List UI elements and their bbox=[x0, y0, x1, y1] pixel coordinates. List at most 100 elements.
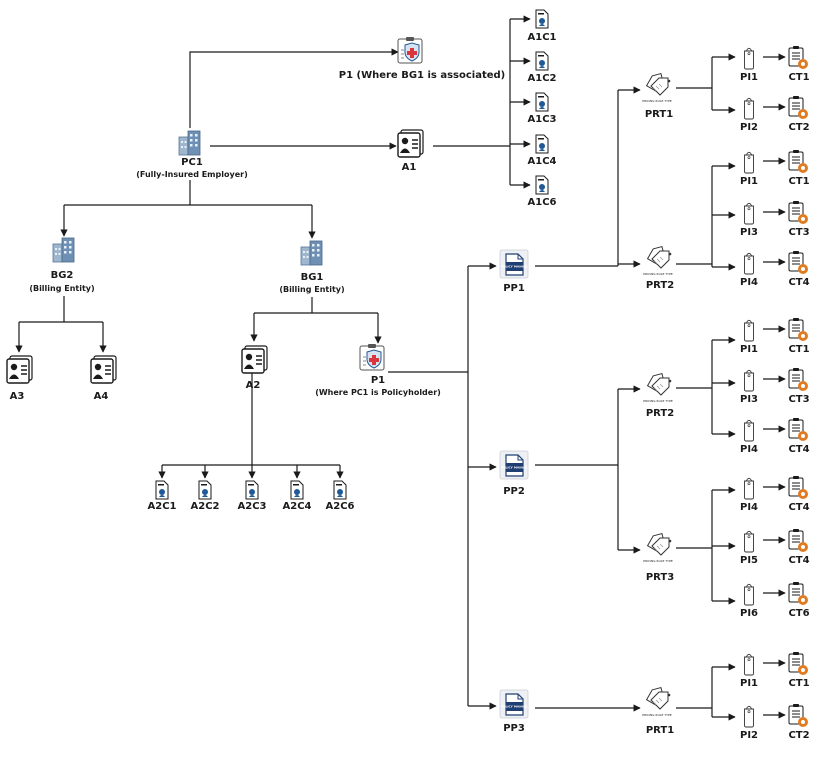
node-label: A1C2 bbox=[528, 73, 557, 84]
connector-arrow bbox=[189, 48, 399, 128]
price-tag-icon bbox=[744, 419, 754, 442]
price-tag-icon bbox=[744, 530, 754, 553]
ct-label: CT1 bbox=[788, 344, 809, 355]
node-layer: PC1(Fully-Insured Employer)P1 (Where BG1… bbox=[6, 9, 810, 741]
pi-label: PI1 bbox=[740, 72, 758, 83]
node-sublabel: (Billing Entity) bbox=[29, 284, 94, 293]
contact-card-icon bbox=[90, 355, 117, 384]
node-label: A3 bbox=[10, 391, 25, 402]
node-label: PRT1 bbox=[645, 109, 673, 120]
node-label: PRT2 bbox=[646, 408, 674, 419]
price-tag-icon bbox=[744, 705, 754, 728]
price-tag-icon bbox=[744, 477, 754, 500]
price-tags-icon bbox=[644, 246, 672, 269]
building-icon bbox=[178, 130, 201, 156]
node-label: BG2 bbox=[51, 270, 74, 281]
node-label: BG1 bbox=[301, 272, 324, 283]
checklist-gear-icon bbox=[788, 200, 809, 225]
checklist-gear-icon bbox=[788, 149, 809, 174]
node-sublabel: (Billing Entity) bbox=[279, 285, 344, 294]
policy-icon bbox=[359, 343, 385, 371]
checklist-gear-icon bbox=[788, 703, 809, 728]
member-doc-icon bbox=[155, 480, 169, 500]
ct-label: CT2 bbox=[788, 730, 809, 741]
icon-caption: PRICING RULE TYPE bbox=[643, 559, 673, 563]
icon-caption: PRICING RULE TYPE bbox=[643, 272, 673, 276]
ct-label: CT4 bbox=[788, 444, 809, 455]
pi-label: PI3 bbox=[740, 227, 758, 238]
icon-caption: PRICING RULE TYPE bbox=[642, 99, 672, 103]
icon-caption: POLICY MANUAL bbox=[501, 466, 529, 470]
checklist-gear-icon bbox=[788, 367, 809, 392]
checklist-gear-icon bbox=[788, 317, 809, 342]
checklist-gear-icon bbox=[788, 651, 809, 676]
node-label: A2 bbox=[246, 380, 261, 391]
ct-label: CT2 bbox=[788, 122, 809, 133]
member-doc-icon bbox=[535, 9, 549, 29]
pi-label: PI4 bbox=[740, 277, 758, 288]
node-label: PRT3 bbox=[646, 572, 674, 583]
contact-card-icon bbox=[397, 129, 424, 158]
pi-label: PI1 bbox=[740, 344, 758, 355]
ct-label: CT4 bbox=[788, 277, 809, 288]
checklist-gear-icon bbox=[788, 95, 809, 120]
price-tag-icon bbox=[744, 151, 754, 174]
member-doc-icon bbox=[333, 480, 347, 500]
node-label: A2C1 bbox=[148, 501, 177, 512]
node-label: A1 bbox=[402, 162, 417, 173]
node-sublabel: (Where PC1 is Policyholder) bbox=[315, 388, 441, 397]
contact-card-icon bbox=[6, 355, 33, 384]
pi-label: PI6 bbox=[740, 608, 758, 619]
building-icon bbox=[300, 240, 323, 266]
pi-label: PI4 bbox=[740, 502, 758, 513]
checklist-gear-icon bbox=[788, 528, 809, 553]
node-label: PRT2 bbox=[646, 280, 674, 291]
checklist-gear-icon bbox=[788, 417, 809, 442]
node-label: PP3 bbox=[503, 723, 525, 734]
member-doc-icon bbox=[535, 51, 549, 71]
price-tag-icon bbox=[744, 202, 754, 225]
member-doc-icon bbox=[535, 134, 549, 154]
node-label: A1C1 bbox=[528, 32, 557, 43]
price-tags-icon bbox=[643, 687, 671, 710]
price-tag-icon bbox=[744, 653, 754, 676]
icon-caption: POLICY MANUAL bbox=[501, 265, 529, 269]
pi-label: PI5 bbox=[740, 555, 758, 566]
checklist-gear-icon bbox=[788, 475, 809, 500]
price-tag-icon bbox=[744, 252, 754, 275]
price-tags-icon bbox=[643, 73, 671, 96]
pi-label: PI2 bbox=[740, 122, 758, 133]
node-label: A1C6 bbox=[528, 197, 557, 208]
node-label: P1 bbox=[371, 375, 385, 386]
policy-icon bbox=[397, 36, 423, 64]
icon-caption: PRICING RULE TYPE bbox=[643, 399, 673, 403]
ct-label: CT4 bbox=[788, 502, 809, 513]
node-label: A2C3 bbox=[238, 501, 267, 512]
node-label: PC1 bbox=[181, 157, 203, 168]
price-tag-icon bbox=[744, 583, 754, 606]
ct-label: CT1 bbox=[788, 72, 809, 83]
node-label: A2C4 bbox=[283, 501, 312, 512]
pi-label: PI4 bbox=[740, 444, 758, 455]
connector-lines bbox=[15, 15, 786, 721]
pi-label: PI1 bbox=[740, 678, 758, 689]
member-doc-icon bbox=[290, 480, 304, 500]
price-tag-icon bbox=[744, 97, 754, 120]
member-doc-icon bbox=[535, 92, 549, 112]
checklist-gear-icon bbox=[788, 250, 809, 275]
member-doc-icon bbox=[245, 480, 259, 500]
building-icon bbox=[52, 237, 75, 263]
price-tag-icon bbox=[744, 47, 754, 70]
ct-label: CT3 bbox=[788, 394, 809, 405]
node-label: PP2 bbox=[503, 486, 525, 497]
node-label: A1C4 bbox=[528, 156, 557, 167]
price-tags-icon bbox=[644, 533, 672, 556]
price-tags-icon bbox=[644, 373, 672, 396]
price-tag-icon bbox=[744, 319, 754, 342]
price-tag-icon bbox=[744, 369, 754, 392]
contact-card-icon bbox=[241, 345, 268, 374]
checklist-gear-icon bbox=[788, 581, 809, 606]
member-doc-icon bbox=[198, 480, 212, 500]
